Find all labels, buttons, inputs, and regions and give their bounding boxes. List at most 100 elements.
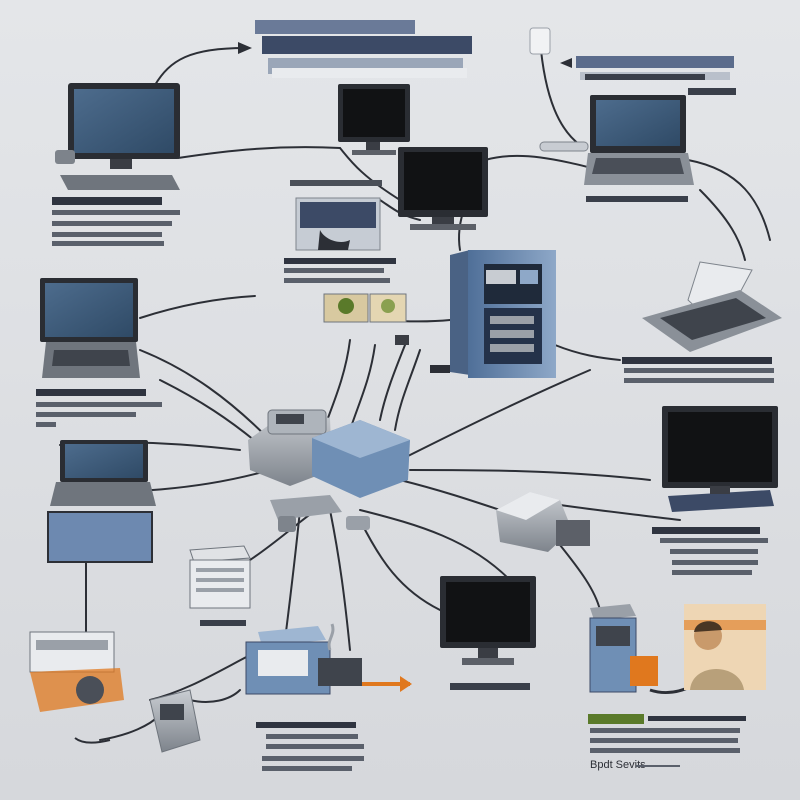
desktop-top-left bbox=[55, 83, 180, 190]
plug-connector bbox=[430, 365, 450, 373]
label-line bbox=[590, 748, 740, 753]
box-line bbox=[196, 578, 244, 582]
connector-cluster bbox=[270, 495, 342, 520]
cable bbox=[359, 519, 441, 611]
banner-strip bbox=[272, 68, 467, 78]
label-line bbox=[450, 683, 530, 690]
connector bbox=[346, 516, 370, 530]
cable bbox=[284, 509, 301, 641]
cable bbox=[329, 509, 351, 651]
laptop-top-right bbox=[539, 95, 694, 185]
cable bbox=[189, 689, 241, 703]
label-line bbox=[672, 570, 752, 575]
cable bbox=[139, 295, 256, 319]
scanner-body bbox=[29, 631, 115, 673]
node-label bbox=[652, 527, 768, 575]
station-top bbox=[258, 626, 326, 646]
server-tower bbox=[450, 250, 556, 378]
usb-plug bbox=[539, 141, 589, 152]
router-hub bbox=[248, 409, 410, 532]
cable bbox=[154, 47, 246, 86]
keyboard-icon bbox=[60, 175, 180, 190]
monitor-screen bbox=[45, 283, 133, 337]
cable bbox=[177, 146, 341, 159]
label-line bbox=[36, 402, 162, 407]
station-module bbox=[318, 658, 362, 686]
monitor-base bbox=[462, 658, 514, 665]
connector bbox=[278, 516, 296, 532]
label-line bbox=[266, 734, 358, 739]
printer-tray bbox=[556, 520, 590, 546]
label-line bbox=[262, 766, 352, 771]
node-label bbox=[256, 722, 364, 771]
label-line bbox=[585, 74, 705, 80]
monitor-top-center bbox=[338, 84, 410, 155]
scanner-bottom-left bbox=[29, 631, 124, 712]
label-line bbox=[200, 620, 246, 626]
banner-arrow-icon bbox=[560, 58, 572, 68]
thumbnail-pair bbox=[323, 293, 407, 323]
cable bbox=[379, 344, 406, 421]
monitor-screen bbox=[343, 89, 405, 137]
user-portrait bbox=[684, 604, 766, 690]
orange-plug bbox=[400, 676, 412, 692]
hand-icon bbox=[318, 230, 350, 250]
label-line bbox=[52, 210, 180, 215]
banner-strip bbox=[576, 56, 734, 68]
monitor-screen bbox=[404, 152, 482, 210]
monitor-stand bbox=[432, 217, 454, 225]
box-line bbox=[196, 588, 244, 592]
router-display bbox=[276, 414, 304, 424]
switch-top bbox=[312, 420, 410, 458]
bottom-right-caption-block: Bpdt Sevits bbox=[588, 714, 746, 771]
scanner-slot bbox=[36, 640, 108, 650]
label-line bbox=[670, 549, 758, 554]
ups-module bbox=[630, 656, 658, 686]
keyboard-icon bbox=[52, 350, 130, 366]
cable bbox=[349, 344, 376, 431]
cables bbox=[59, 39, 771, 741]
server-drive bbox=[490, 330, 534, 338]
bar bbox=[290, 180, 382, 186]
label-line bbox=[284, 268, 384, 273]
label-line bbox=[688, 88, 736, 95]
device-cable bbox=[74, 737, 111, 744]
keyboard-panel-center bbox=[290, 180, 382, 251]
top-banner bbox=[238, 20, 472, 78]
printer-right bbox=[496, 492, 590, 552]
panel-keys bbox=[300, 202, 376, 228]
handheld-device bbox=[74, 689, 201, 753]
label-line bbox=[586, 196, 688, 202]
server-drive bbox=[490, 344, 534, 352]
monitor-bottom bbox=[440, 576, 536, 665]
label-line bbox=[284, 258, 396, 264]
cable bbox=[559, 544, 601, 611]
monitor-base bbox=[352, 150, 396, 155]
banner-strip bbox=[255, 20, 415, 34]
label-line bbox=[52, 232, 162, 237]
ups-panel bbox=[596, 626, 630, 646]
node-label bbox=[622, 357, 774, 383]
laptop-base bbox=[50, 482, 156, 506]
banner-strip bbox=[262, 36, 472, 54]
label-line bbox=[660, 538, 768, 543]
label-line bbox=[52, 197, 162, 205]
monitor-right bbox=[662, 406, 778, 512]
portrait-accent bbox=[684, 620, 766, 630]
label-line bbox=[36, 389, 146, 396]
label-line bbox=[648, 716, 746, 721]
monitor-base bbox=[668, 490, 774, 512]
cable bbox=[399, 369, 591, 461]
thumbnail-figure bbox=[338, 298, 354, 314]
cable bbox=[159, 379, 261, 446]
monitor-stand bbox=[366, 142, 380, 150]
laptop-screen bbox=[65, 444, 143, 478]
label-line bbox=[266, 744, 364, 749]
monitor-stand bbox=[478, 648, 498, 660]
station-insert bbox=[258, 650, 308, 676]
cable bbox=[699, 189, 746, 261]
label-line bbox=[652, 527, 760, 534]
banner-arrow-icon bbox=[238, 42, 252, 54]
monitor-screen bbox=[446, 582, 530, 642]
label-line bbox=[52, 221, 172, 226]
